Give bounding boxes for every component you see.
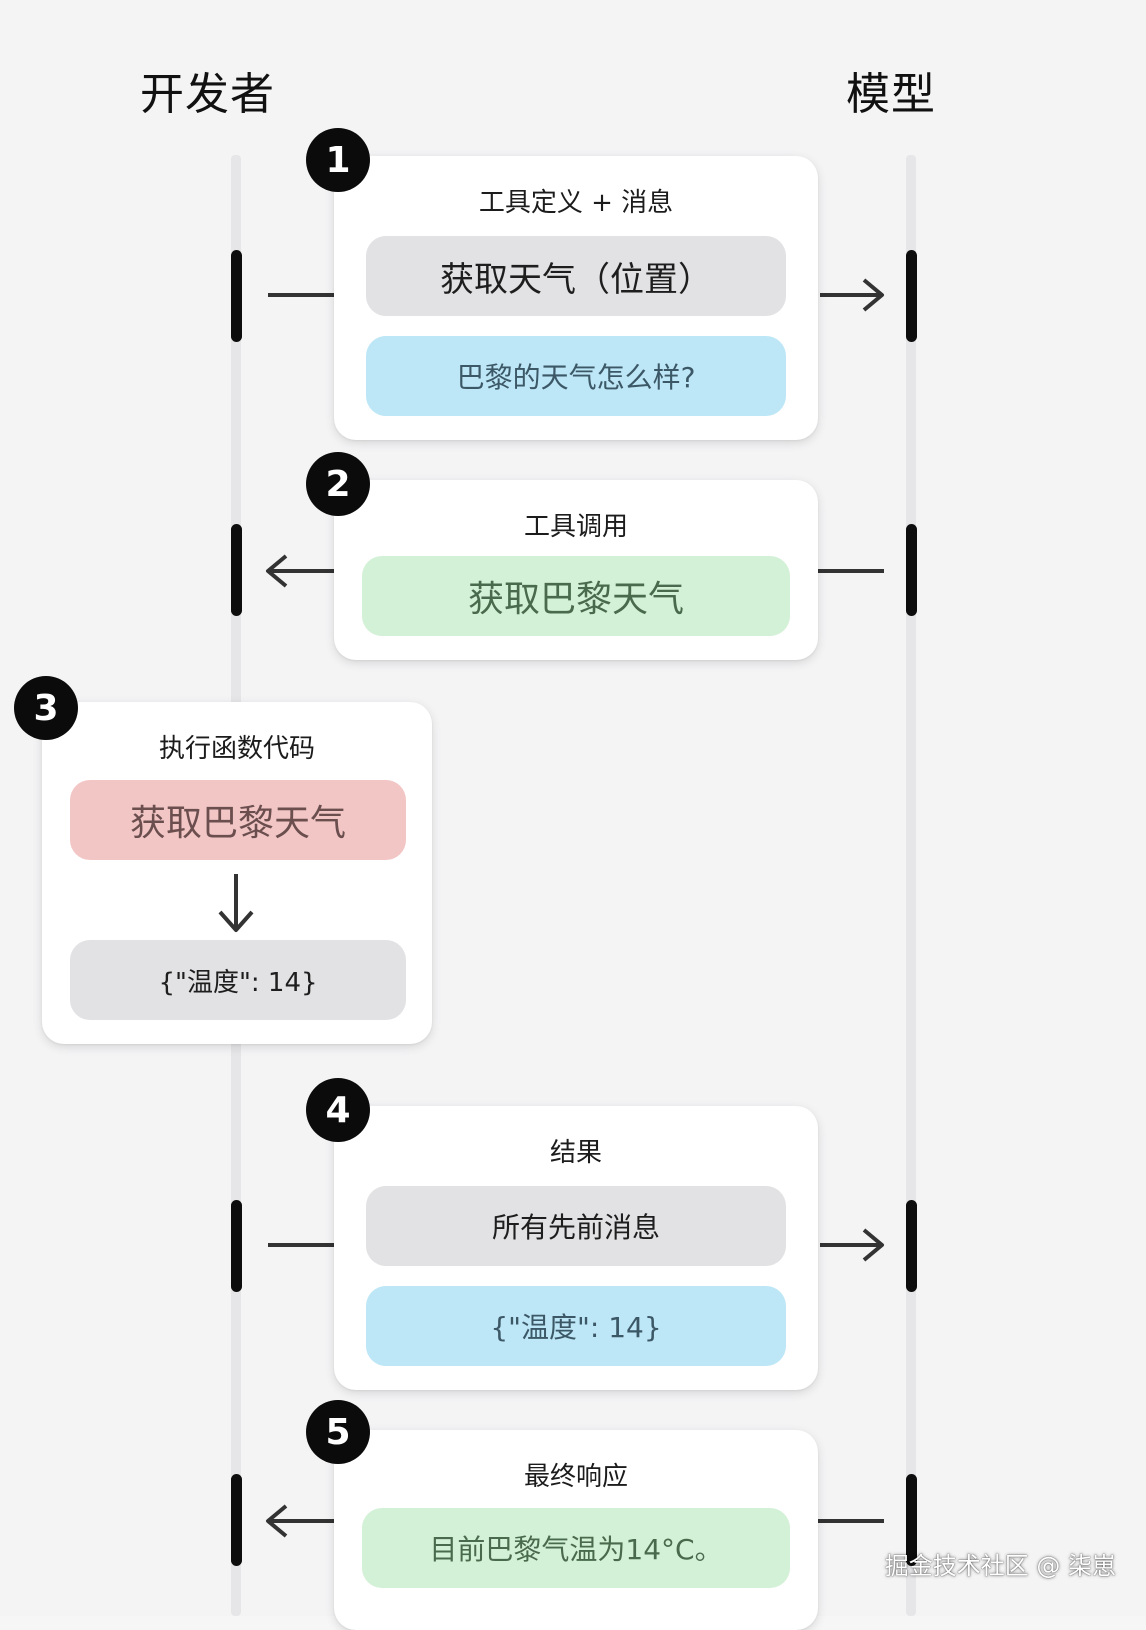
step2-title: 工具调用 <box>523 512 628 542</box>
step4-previous-messages: 所有先前消息 <box>366 1186 786 1266</box>
step2-arrow-left-icon <box>266 554 334 588</box>
step3-function-call: 获取巴黎天气 <box>70 780 406 860</box>
step3-function-result: {"温度": 14} <box>70 940 406 1020</box>
step3-card: 执行函数代码 获取巴黎天气 {"温度": 14} <box>42 702 432 1044</box>
step1-user-message: 巴黎的天气怎么样? <box>366 336 786 416</box>
model-tick-5 <box>906 1474 917 1566</box>
step2-tool-call: 获取巴黎天气 <box>362 556 790 636</box>
step3-arrow-down-icon <box>218 874 254 932</box>
model-tick-1 <box>906 250 917 342</box>
step4-arrow-right-icon <box>820 1228 884 1262</box>
step1-card: 工具定义 + 消息 获取天气（位置） 巴黎的天气怎么样? <box>334 156 818 440</box>
step5-arrow-left-icon <box>266 1504 334 1538</box>
step5-connector-right <box>818 1519 884 1523</box>
step4-connector-left <box>268 1243 334 1247</box>
step1-arrow-right-icon <box>820 278 884 312</box>
step5-title: 最终响应 <box>523 1462 628 1492</box>
step3-title: 执行函数代码 <box>158 734 315 764</box>
step1-number-badge: 1 <box>306 128 370 192</box>
developer-tick-1 <box>231 250 242 342</box>
step4-result-payload: {"温度": 14} <box>366 1286 786 1366</box>
step2-number-badge: 2 <box>306 452 370 516</box>
model-tick-4 <box>906 1200 917 1292</box>
step4-number-badge: 4 <box>306 1078 370 1142</box>
step2-card: 工具调用 获取巴黎天气 <box>334 480 818 660</box>
step1-connector-left <box>268 293 334 297</box>
step3-number-badge: 3 <box>14 676 78 740</box>
model-tick-2 <box>906 524 917 616</box>
step4-card: 结果 所有先前消息 {"温度": 14} <box>334 1106 818 1390</box>
step1-tool-definition: 获取天气（位置） <box>366 236 786 316</box>
step5-card: 最终响应 目前巴黎气温为14°C。 <box>334 1430 818 1630</box>
step2-connector-right <box>818 569 884 573</box>
developer-tick-2 <box>231 524 242 616</box>
step4-title: 结果 <box>549 1138 602 1168</box>
lane-title-model: 模型 <box>846 69 936 120</box>
developer-tick-5 <box>231 1474 242 1566</box>
step1-title: 工具定义 + 消息 <box>478 188 674 218</box>
model-lifeline <box>906 155 916 1616</box>
watermark: 掘金技术社区 @ 柒崽 <box>884 1552 1116 1580</box>
developer-tick-4 <box>231 1200 242 1292</box>
step5-final-response: 目前巴黎气温为14°C。 <box>362 1508 790 1588</box>
step5-number-badge: 5 <box>306 1400 370 1464</box>
lane-title-developer: 开发者 <box>140 69 275 120</box>
